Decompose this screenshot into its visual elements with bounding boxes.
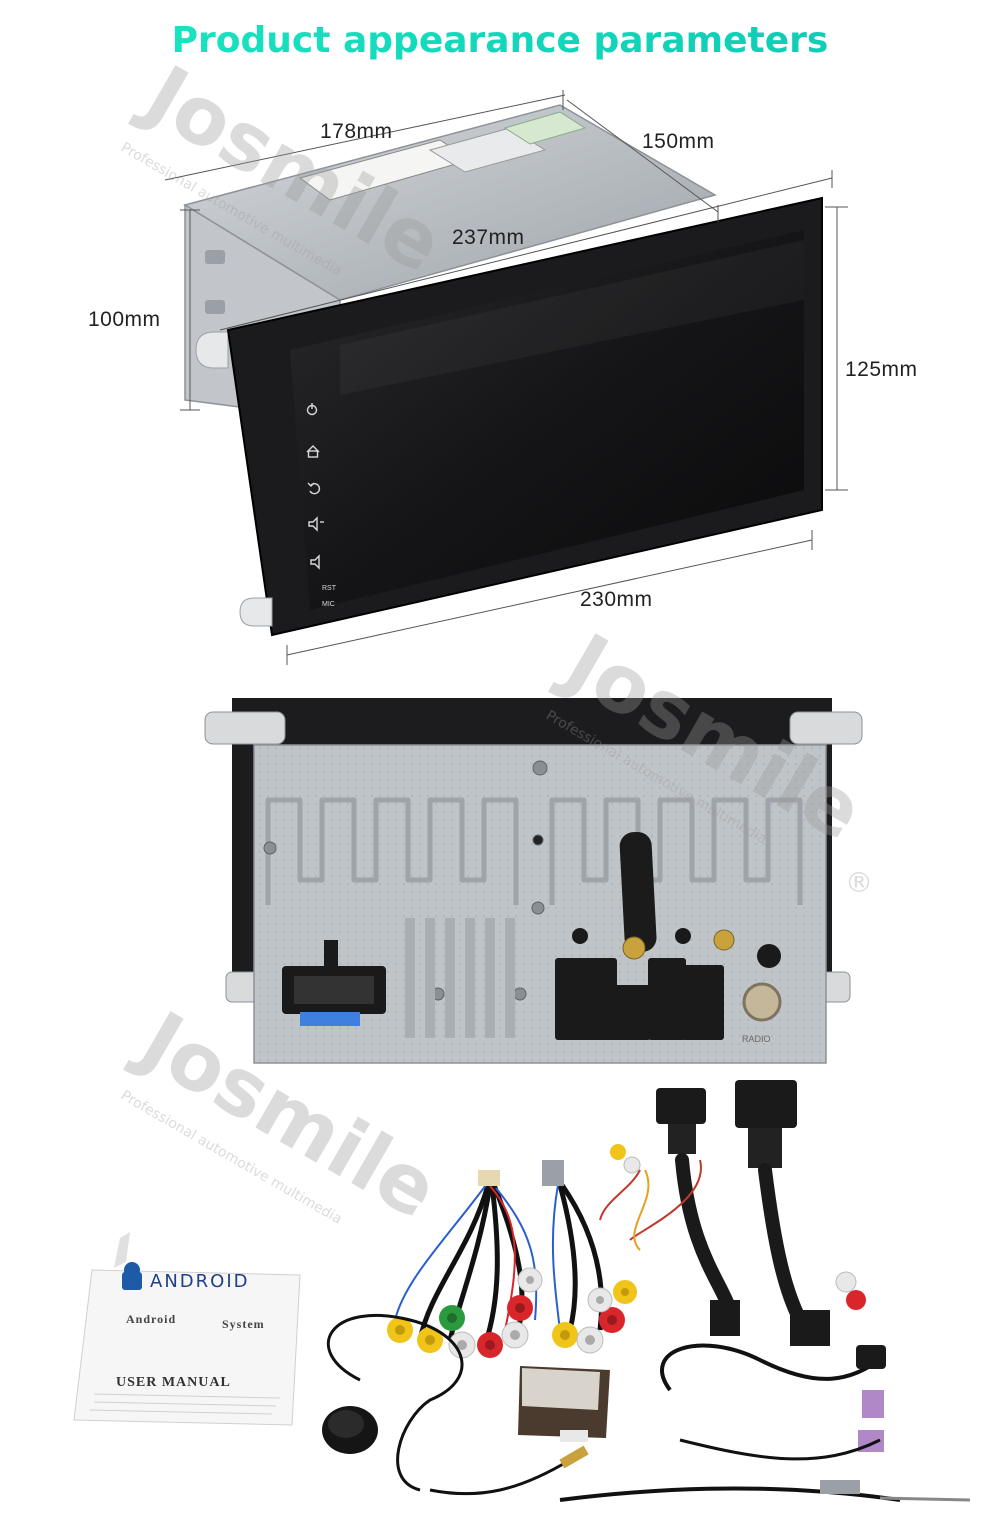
mount-hole xyxy=(205,300,225,314)
rca-cable-left xyxy=(387,1170,543,1359)
hole xyxy=(532,834,544,846)
screw xyxy=(513,987,527,1001)
dimension-depth: 178mm xyxy=(320,120,393,143)
mic-label: MIC xyxy=(322,601,335,608)
canbus-box xyxy=(518,1366,610,1442)
canbus-harness xyxy=(599,1080,866,1346)
radio-socket xyxy=(742,982,782,1022)
manual-logo: ANDROID xyxy=(150,1271,249,1292)
volume-up-icon xyxy=(308,516,324,532)
screen xyxy=(290,230,804,610)
radio-label: RADIO xyxy=(742,1034,771,1044)
page-title: Product appearance parameters xyxy=(0,20,1000,61)
manual-line1: Android xyxy=(126,1312,176,1326)
flange-right-top xyxy=(789,711,863,745)
rst-label: RST xyxy=(322,585,337,592)
screw xyxy=(531,901,545,915)
flange-left-top xyxy=(204,711,286,745)
gps-socket xyxy=(757,944,781,968)
dimension-lines xyxy=(164,90,848,665)
front-width-line xyxy=(219,177,833,331)
dimension-chassis-height: 100mm xyxy=(88,308,161,331)
mount-hole xyxy=(205,250,225,264)
hole xyxy=(675,928,691,944)
mount-bracket xyxy=(239,597,273,627)
screw xyxy=(263,841,277,855)
home-icon xyxy=(306,445,320,458)
android-icon xyxy=(122,1262,142,1290)
power-icon xyxy=(306,403,318,416)
manual-cover xyxy=(73,1269,301,1426)
vent-grid xyxy=(405,918,515,1038)
dimension-screen-width: 230mm xyxy=(580,588,653,611)
hole xyxy=(572,928,588,944)
manual-heading: USER MANUAL xyxy=(116,1375,231,1390)
gps-antenna xyxy=(322,1314,589,1496)
antenna-base xyxy=(622,936,646,960)
manual-line2: System xyxy=(222,1317,265,1331)
sma-connector xyxy=(713,929,735,951)
dimension-chassis-width: 150mm xyxy=(642,130,715,153)
depth-line xyxy=(164,94,566,181)
connector-latch xyxy=(324,940,338,966)
power-connector-pins xyxy=(294,976,374,1004)
av-connectors xyxy=(555,958,724,1040)
screen-width-line xyxy=(286,539,813,656)
dimension-front-width: 237mm xyxy=(452,226,525,249)
screw xyxy=(532,760,548,776)
wifi-antenna xyxy=(619,831,657,953)
fuse xyxy=(300,1012,360,1026)
chassis-width-line xyxy=(566,99,719,213)
user-manual: ANDROID Android System USER MANUAL xyxy=(73,1232,301,1426)
green-connector xyxy=(503,111,587,145)
heat-sink xyxy=(265,797,803,905)
mount-bracket xyxy=(195,331,229,369)
rca-cable-middle xyxy=(542,1160,637,1354)
volume-down-icon xyxy=(310,554,320,570)
svg-text:®: ® xyxy=(845,866,873,899)
head-unit-rear-view: RADIO xyxy=(204,698,863,1064)
radio-adapter-cable xyxy=(559,1343,971,1502)
dimension-front-height: 125mm xyxy=(845,358,918,381)
back-icon xyxy=(307,482,321,495)
head-unit-front-view: RST MIC xyxy=(183,104,823,637)
screen-glare xyxy=(340,240,804,395)
spec-sticker-2 xyxy=(428,127,547,173)
